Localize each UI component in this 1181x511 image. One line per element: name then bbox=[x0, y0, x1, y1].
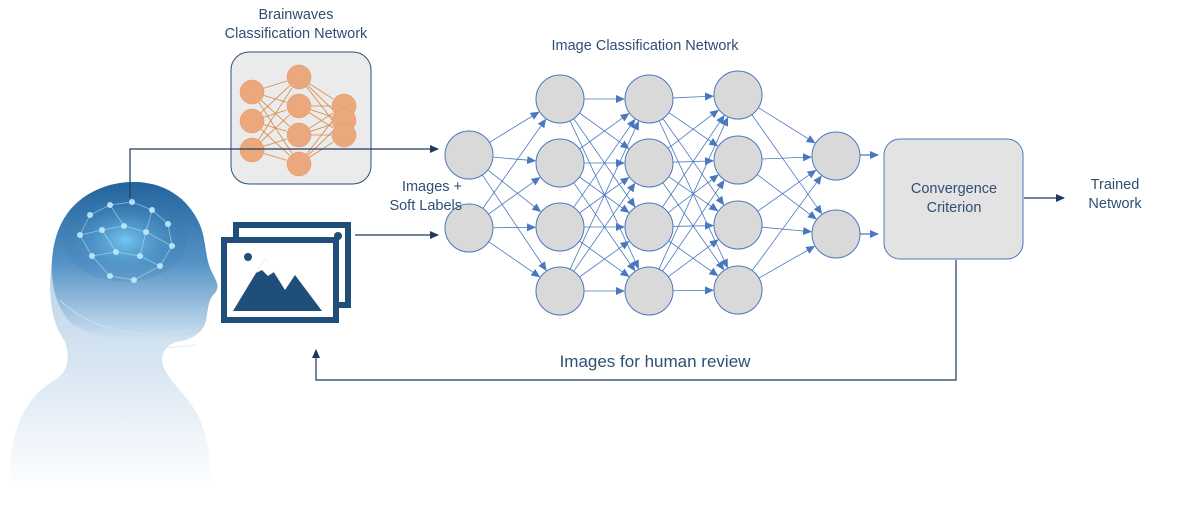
brainwaves-net-node-l1-0 bbox=[286, 64, 312, 90]
brainwaves-net-node-l1-3 bbox=[286, 151, 312, 177]
brainwaves-net-edge bbox=[308, 141, 334, 158]
small-net-edges bbox=[258, 80, 337, 161]
image-net-node-l3-2 bbox=[713, 200, 763, 250]
image-net-edge bbox=[667, 109, 719, 149]
image-net-edge bbox=[569, 120, 639, 270]
input-label-line1: Images + bbox=[401, 179, 462, 195]
brainwaves-to-network-arrow bbox=[129, 145, 439, 198]
small-net-nodes bbox=[239, 64, 357, 177]
image-net-edge bbox=[573, 118, 636, 208]
brainwaves-net-node-l0-2 bbox=[239, 137, 265, 163]
brainwaves-net-edge bbox=[260, 85, 290, 114]
image-net-edge bbox=[492, 156, 537, 165]
image-net-node-l3-3 bbox=[713, 265, 763, 315]
image-net-edge bbox=[489, 111, 540, 143]
image-net-node-l0-0 bbox=[444, 130, 494, 180]
input-label: Images + Soft Labels bbox=[352, 178, 462, 216]
feedback-arrow bbox=[312, 260, 957, 381]
image-net-node-l1-0 bbox=[535, 74, 585, 124]
image-net-edge bbox=[573, 182, 636, 272]
image-net-edge bbox=[579, 241, 630, 278]
brainwaves-net-edge bbox=[307, 129, 335, 156]
image-net-node-l4-0 bbox=[811, 131, 861, 181]
output-line1: Trained bbox=[1090, 177, 1140, 193]
brainwaves-net-edge bbox=[260, 128, 290, 156]
brainwaves-title-line1: Brainwaves bbox=[258, 7, 334, 23]
image-net-edge bbox=[672, 92, 715, 101]
brainwaves-net-node-l2-2 bbox=[331, 122, 357, 148]
brainwaves-net-node-l0-0 bbox=[239, 79, 265, 105]
image-net-edge bbox=[668, 239, 719, 278]
image-net-edge bbox=[751, 175, 822, 271]
image-net-edge bbox=[579, 112, 630, 149]
image-net-node-l2-3 bbox=[624, 266, 674, 316]
image-stack-icon bbox=[221, 222, 351, 323]
brainwaves-net-node-l1-1 bbox=[286, 93, 312, 119]
image-net-edge bbox=[573, 118, 636, 208]
image-net-edge bbox=[761, 226, 813, 235]
image-net-edge bbox=[756, 174, 817, 220]
connector-arrows bbox=[129, 145, 1065, 381]
image-net-edges bbox=[482, 92, 823, 295]
brainwaves-network-title: Brainwaves Classification Network bbox=[196, 6, 396, 44]
image-net-node-l3-0 bbox=[713, 70, 763, 120]
image-net-edge bbox=[658, 116, 729, 270]
brainwaves-net-edge bbox=[310, 109, 332, 117]
brainwaves-net-edge bbox=[306, 116, 337, 155]
image-net-edge bbox=[488, 176, 541, 215]
image-network-title: Image Classification Network bbox=[551, 38, 739, 54]
image-net-edge bbox=[482, 118, 547, 209]
brainwaves-net-edge bbox=[263, 95, 287, 103]
input-label-line2: Soft Labels bbox=[389, 198, 462, 214]
brainwaves-net-node-l1-2 bbox=[286, 122, 312, 148]
image-net-edge bbox=[662, 179, 725, 272]
brainwaves-net-edge bbox=[260, 99, 290, 127]
human-head-brain-illustration bbox=[9, 181, 218, 491]
image-net-edge bbox=[579, 113, 630, 150]
image-net-node-l1-1 bbox=[535, 138, 585, 188]
brainwaves-net-edge bbox=[307, 85, 335, 112]
brainwaves-net-edge bbox=[263, 138, 287, 147]
image-net-edge bbox=[579, 176, 630, 213]
image-net-edge bbox=[758, 245, 816, 279]
brainwaves-net-edge bbox=[308, 112, 334, 129]
brainwaves-net-edge bbox=[310, 124, 332, 132]
image-net-edge bbox=[482, 174, 547, 272]
image-net-node-l3-1 bbox=[713, 135, 763, 185]
image-net-nodes bbox=[444, 70, 861, 316]
feedback-label: Images for human review bbox=[559, 352, 751, 371]
convergence-box bbox=[883, 138, 1024, 260]
image-net-node-l1-2 bbox=[535, 202, 585, 252]
trained-network-label: Trained Network bbox=[1072, 176, 1158, 214]
image-net-edge bbox=[662, 114, 725, 208]
brainwaves-net-edge bbox=[308, 83, 334, 100]
brainwaves-title-line2: Classification Network bbox=[224, 26, 368, 42]
convergence-line2: Criterion bbox=[926, 200, 982, 216]
image-net-edge bbox=[487, 169, 542, 213]
brainwaves-net-edge bbox=[263, 80, 287, 89]
image-net-edge bbox=[488, 241, 541, 278]
brainwaves-net-node-l0-1 bbox=[239, 108, 265, 134]
image-net-edge bbox=[757, 169, 817, 212]
image-net-edge bbox=[573, 182, 636, 272]
image-net-node-l2-2 bbox=[624, 202, 674, 252]
image-net-node-l0-1 bbox=[444, 203, 494, 253]
image-net-node-l1-3 bbox=[535, 266, 585, 316]
image-net-node-l2-1 bbox=[624, 138, 674, 188]
image-net-edge bbox=[761, 153, 813, 162]
convergence-line1: Convergence bbox=[910, 181, 998, 197]
brainwaves-net-edge bbox=[263, 153, 287, 161]
convergence-criterion-label: Convergence Criterion bbox=[884, 180, 1024, 218]
image-net-edge bbox=[751, 114, 823, 215]
image-net-node-l4-1 bbox=[811, 209, 861, 259]
image-net-edge bbox=[579, 240, 630, 277]
brainwaves-network-box bbox=[230, 51, 372, 185]
image-net-edge bbox=[758, 107, 816, 144]
image-net-node-l2-0 bbox=[624, 74, 674, 124]
output-line2: Network bbox=[1088, 196, 1142, 212]
brainwaves-net-edge bbox=[258, 87, 293, 141]
brainwaves-net-edge bbox=[260, 114, 290, 143]
